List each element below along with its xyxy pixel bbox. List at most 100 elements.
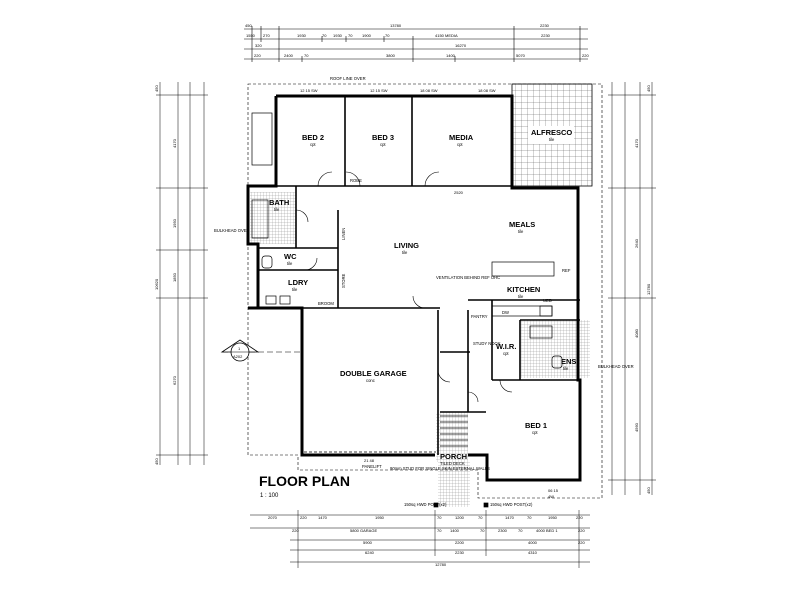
room-ens-finish: tile [563,366,569,371]
dim-top-1: 450 [245,23,252,28]
dim-bot-18: 70 [518,528,523,533]
dim-top-14: 320 [255,43,262,48]
laundry-tub-icon [265,295,277,305]
dim-bot-1: 2070 [268,515,278,520]
porch-deck-lower [438,462,470,507]
dim-top-17: 2400 [284,53,294,58]
internal-walls [258,96,580,455]
dim-left-6: 1850 [172,272,177,282]
dim-top-5: 270 [263,33,270,38]
alfresco-label-bg [528,126,574,144]
room-wir-finish: cpt [503,351,509,356]
section-number: 1 [238,346,241,351]
dim-top-20: 1400 [446,53,456,58]
dim-bot-11: 220 [576,515,583,520]
note-panelift: PANELIFT [362,464,382,469]
room-bath: BATH [269,198,289,207]
shower-icon [251,199,269,239]
dim-top-3: 2230 [540,23,550,28]
dim-right-5: 2640 [634,238,639,248]
room-meals: MEALS [509,220,535,229]
dim-bot-25: 6240 [365,550,375,555]
ens-toilet-icon [551,355,563,369]
dim-bot-8: 1470 [505,515,515,520]
note-ref: REF [562,268,571,273]
dim-bot-10: 1950 [548,515,558,520]
ens-vanity-icon [529,325,553,339]
toilet-icon [261,255,273,269]
room-wc: WC [284,252,297,261]
room-ldry: LDRY [288,278,308,287]
annotation-notes: BULKHEAD OVER BULKHEAD OVER ROOF LINE OV… [214,76,634,507]
room-garage-finish: conc [366,378,375,383]
dim-bot-6: 1200 [455,515,465,520]
room-meals-finish: tile [518,229,524,234]
room-wc-finish: tile [287,261,293,266]
dim-left-7: 6270 [172,375,177,385]
dim-top-2: 13780 [390,23,402,28]
window-bed1: 06 15 [548,488,559,493]
side-dimension-strings [156,82,656,495]
dim-bot-13: 5800 GARAGE [350,528,377,533]
stack-dim: 2520 [454,190,464,195]
dim-right-6: 4080 [634,328,639,338]
note-dw: DW [502,310,509,315]
drawing-title: FLOOR PLAN [259,473,350,489]
room-bed1-finish: cpt [532,430,538,435]
room-broom: BROOM [318,301,334,306]
dim-bot-26: 2230 [455,550,465,555]
bottom-dimension-text: 2070 220 1470 1950 70 1200 70 1470 70 19… [268,515,585,567]
top-dimension-strings [244,26,588,62]
window-labels: 12 15 SW 12 15 SW 18 08 SW 18 08 SW 21 4… [300,88,559,499]
dim-top-6: 1930 [297,33,307,38]
dim-bot-7: 70 [478,515,483,520]
dim-right-4: 4170 [634,138,639,148]
dim-bot-15: 1400 [450,528,460,533]
room-living-finish: tile [402,250,408,255]
dim-right-7: 4560 [634,422,639,432]
room-linen: LINEN [341,228,346,240]
dim-bot-22: 2200 [455,540,465,545]
window-garage-door: 21 48 [364,458,375,463]
side-dimension-text: 450 10620 450 4170 1950 1850 6270 450 12… [154,85,651,494]
dim-top-16: 220 [254,53,261,58]
drawing-scale: 1 : 100 [260,493,279,499]
dim-bot-27: 4310 [528,550,538,555]
room-wir: W.I.R. [496,342,516,351]
dim-left-3: 450 [154,458,159,465]
note-bulkhead-right: BULKHEAD OVER [598,364,634,369]
note-post-right: 150sq HWD POST(x2) [490,502,533,507]
section-sheet: A202 [233,354,243,359]
dim-bot-28: 12780 [435,562,447,567]
room-media-finish: cpt [457,142,463,147]
window-bed3: 12 15 SW [370,88,388,93]
window-bed2: 12 15 SW [300,88,318,93]
dim-bot-23: 4000 [528,540,538,545]
dim-bot-14: 70 [437,528,442,533]
room-alfresco-finish: tile [549,137,555,142]
dim-bot-3: 1470 [318,515,328,520]
note-robe: ROBE [350,178,362,183]
dim-top-10: 1900 [362,33,372,38]
room-study: STUDY NOOK [473,341,501,346]
kitchen-bench-icon [491,261,555,277]
door-swings [295,171,513,403]
bath-tile-area [250,192,296,244]
dim-top-21: 5070 [516,53,526,58]
room-bed1: BED 1 [525,421,547,430]
dim-bot-12: 220 [292,528,299,533]
dim-top-9: 70 [348,33,353,38]
dim-top-11: 70 [385,33,390,38]
note-stud: 90mm STUD FOR SINGLE SKIN EXTERNAL WALLS [390,466,490,471]
dim-bot-5: 70 [437,515,442,520]
dim-top-8: 1930 [333,33,343,38]
dim-bot-19: 4000 BED 1 [536,528,558,533]
room-porch-finish: TILED DECK [440,461,465,466]
cooktop-icon [539,305,553,317]
room-alfresco: ALFRESCO [531,128,572,137]
dim-right-1: 450 [646,85,651,92]
dim-left-4: 4170 [172,138,177,148]
dim-left-5: 1950 [172,218,177,228]
bathtub-icon [251,112,273,166]
